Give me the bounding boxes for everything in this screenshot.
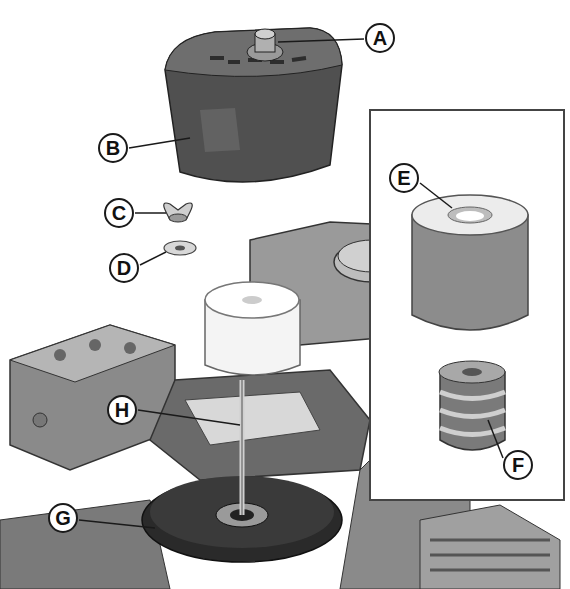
callout-letter: A: [373, 28, 387, 48]
callout-circle: C: [104, 198, 134, 228]
stud: [240, 380, 245, 515]
leader-lines: [79, 39, 503, 528]
washer: [164, 241, 196, 255]
foam-element: [412, 195, 528, 330]
callout-letter: B: [106, 138, 120, 158]
inset-frame: [370, 110, 564, 500]
callout-letter: E: [397, 168, 410, 188]
callout-letter: D: [117, 258, 131, 278]
callout-circle: H: [107, 395, 137, 425]
callout-circle: D: [109, 253, 139, 283]
callout-circle: G: [48, 503, 78, 533]
callout-letter: C: [112, 203, 126, 223]
callout-circle: A: [365, 23, 395, 53]
filter-assembled: [205, 282, 300, 375]
callout-circle: B: [98, 133, 128, 163]
callout-circle: E: [389, 163, 419, 193]
callout-letter: F: [512, 455, 524, 475]
muffler: [10, 325, 175, 470]
callout-letter: G: [55, 508, 71, 528]
callout-circle: F: [503, 450, 533, 480]
callout-letter: H: [115, 400, 129, 420]
wing-nut: [164, 203, 193, 222]
air-cleaner-cover: [165, 28, 342, 182]
